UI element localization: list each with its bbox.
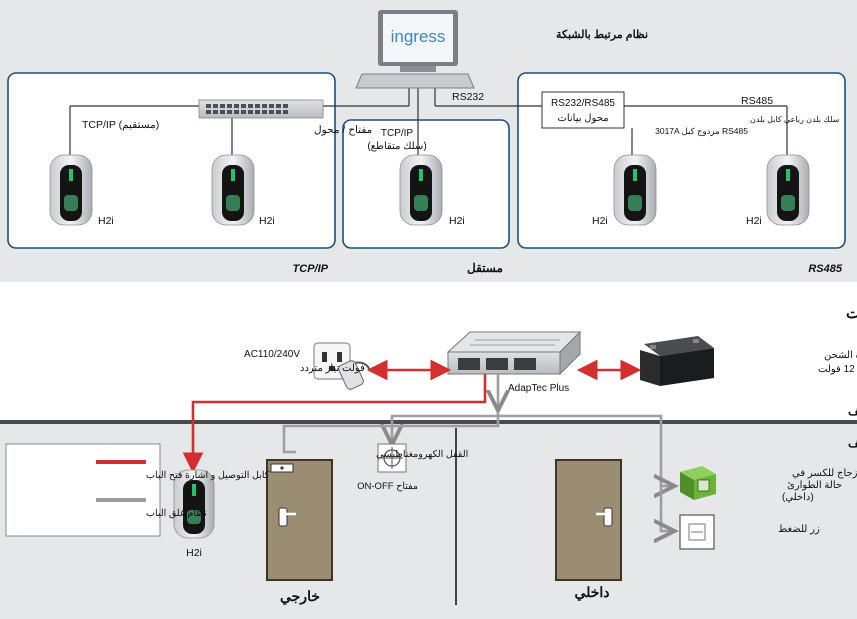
inside-label: داخلي [574, 584, 609, 601]
legend-red-label: كابل التوصيل و اشارة فتح الباب [146, 470, 270, 481]
legend-gray-label: نظام غلق الباب [146, 508, 207, 519]
power-line1: AC110/240V [244, 349, 300, 360]
gray-wiring [282, 374, 672, 531]
pc-computer [355, 10, 475, 89]
reader-5-label: H2i [746, 215, 762, 227]
network-switch [197, 99, 325, 119]
keyboard [355, 73, 475, 89]
cable-note-line2: 3017A مزدوج كبل RS485 [655, 126, 748, 137]
group-rs485-label: RS485 [808, 263, 843, 275]
outside-label: خارجي [280, 588, 320, 605]
red-wiring [182, 359, 642, 474]
h2i-reader-install [173, 469, 215, 539]
ceiling-label: السقف [848, 436, 857, 450]
h2i-reader-4 [613, 154, 657, 226]
breakglass-line3: (داخلي) [782, 492, 814, 503]
h2i-reader-5 [766, 154, 810, 226]
key-switch [377, 443, 407, 473]
battery-line2: بتيار مستمر 12 فولت [818, 364, 857, 375]
door-handle-inside [603, 507, 613, 527]
group-tcpip-label: TCP/IP [293, 263, 329, 275]
network-wires [69, 80, 788, 155]
switch-label: مفتاح / محول [314, 124, 373, 136]
converter-line2: محول بيانات [557, 113, 608, 124]
above-ceiling-label: فوق السقف [848, 404, 857, 419]
standalone-tcpip-label: TCP/IP [381, 128, 414, 139]
group-standalone-label: مستقل [467, 261, 503, 275]
install-reader-label: H2i [186, 547, 202, 559]
adaptec-plus-controller [446, 330, 582, 376]
h2i-reader-1 [49, 154, 93, 226]
outside-door [266, 459, 333, 581]
h2i-reader-2 [211, 154, 255, 226]
h2i-reader-3 [399, 154, 443, 226]
power-line2: فولت تيار متردد [300, 363, 365, 374]
rs232-label: RS232 [452, 91, 484, 103]
break-glass-unit [680, 466, 716, 500]
install-title: مخطط التثبيت [846, 305, 857, 322]
reader-1-label: H2i [98, 215, 114, 227]
tcpip-straight-label: TCP/IP (مستقيم) [82, 119, 159, 131]
pc-brand-logo: ingress [391, 27, 446, 46]
breakglass-line2: حالة الطوارئ [787, 480, 842, 491]
legend-box [5, 443, 161, 537]
push-button [679, 514, 715, 550]
inside-door [555, 459, 622, 581]
breakglass-line1: زجاج للكسر في [792, 468, 857, 479]
controller-label: AdapTec Plus [508, 383, 569, 394]
data-converter-box [541, 91, 625, 129]
pc-label: نظام مرتبط بالشبكة [556, 29, 648, 41]
maglock-label: القفل الكهرومغناطيسي [376, 449, 468, 460]
keyswitch-label: ON-OFF مفتاح [357, 481, 418, 492]
cable-note-line1: سلك بلدن رباعي كابل بلدن [750, 115, 840, 124]
reader-2-label: H2i [259, 215, 275, 227]
reader-3-label: H2i [449, 215, 465, 227]
pc-screen [383, 14, 453, 62]
converter-line1: RS232/RS485 [551, 98, 615, 109]
reader-4-label: H2i [592, 215, 608, 227]
battery-line1: بطارية قابلة لإعادة الشحن [824, 350, 857, 361]
pushbutton-label: زر للضغط [778, 524, 820, 535]
crossover-label: (سلك متقاطع) [367, 141, 426, 152]
rechargeable-battery [640, 336, 714, 386]
door-handle-outside [278, 507, 288, 527]
rs485-wire-label: RS485 [741, 95, 773, 107]
wall-socket [313, 342, 371, 390]
